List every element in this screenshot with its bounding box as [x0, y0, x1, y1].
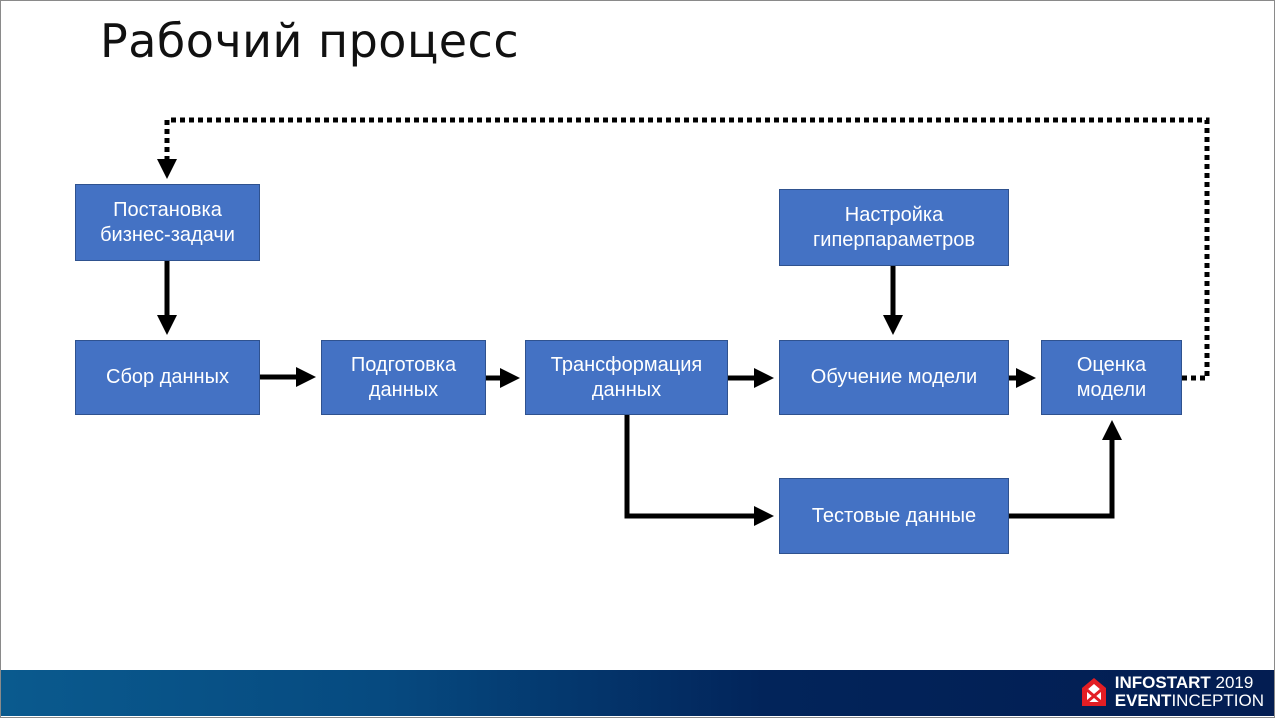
- arrow-transformation-to-test: [624, 415, 774, 526]
- box-data-preparation: Подготовка данных: [321, 340, 486, 415]
- box-business-task: Постановка бизнес-задачи: [75, 184, 260, 261]
- slide-title: Рабочий процесс: [100, 14, 520, 68]
- box-hyperparameters: Настройка гиперпараметров: [779, 189, 1009, 266]
- infostart-logo-icon: [1081, 678, 1106, 706]
- box-data-transformation: Трансформация данных: [525, 340, 728, 415]
- box-data-collection: Сбор данных: [75, 340, 260, 415]
- box-model-evaluation: Оценка модели: [1041, 340, 1182, 415]
- arrow-test-to-evaluation: [1009, 420, 1122, 519]
- brand-infostart: INFOSTART: [1114, 673, 1211, 692]
- infostart-logo: INFOSTART 2019 EVENTINCEPTION: [1081, 674, 1264, 710]
- brand-year: 2019: [1215, 673, 1254, 692]
- brand-inception: INCEPTION: [1171, 691, 1264, 710]
- footer-banner: INFOSTART 2019 EVENTINCEPTION: [1, 670, 1274, 716]
- box-test-data: Тестовые данные: [779, 478, 1009, 554]
- box-model-training: Обучение модели: [779, 340, 1009, 415]
- feedback-loop-arrow: [157, 117, 1210, 381]
- brand-event: EVENT: [1114, 691, 1172, 710]
